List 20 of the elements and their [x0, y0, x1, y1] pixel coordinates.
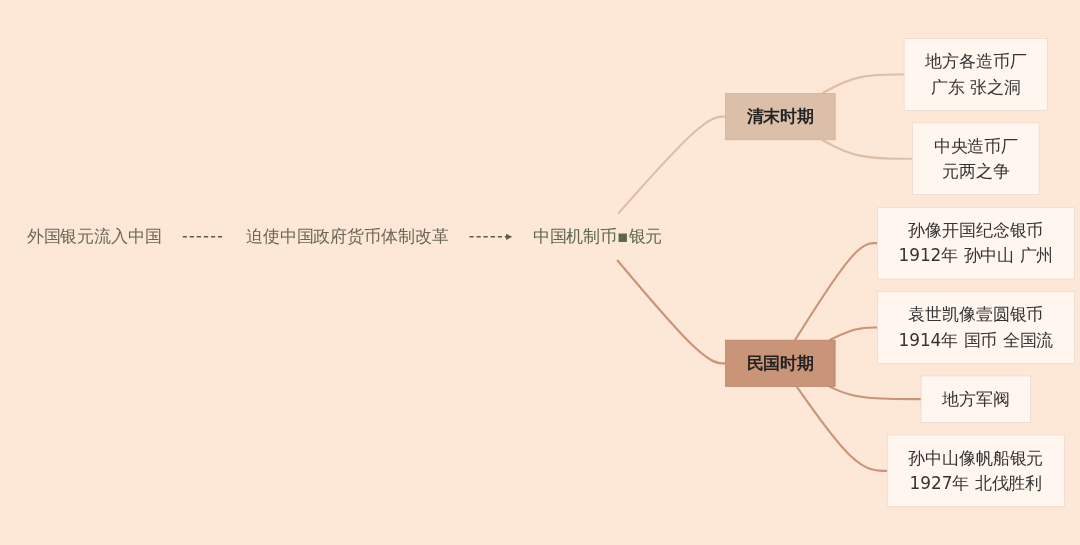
connector — [617, 115, 726, 215]
arrow — [468, 233, 512, 240]
node-box: 孙像开国纪念银币 1912年 孙中山 广州 — [877, 206, 1075, 280]
connector — [794, 241, 878, 341]
connector — [821, 73, 905, 95]
connector — [616, 259, 726, 365]
connector — [795, 385, 888, 472]
node-box: 地方军阀 — [920, 375, 1031, 423]
connector — [829, 326, 878, 341]
node-box: 地方各造币厂 广东 张之洞 — [903, 38, 1048, 111]
node-box: 孙中山像帆船银元 1927年 北伐胜利 — [886, 434, 1065, 507]
connector — [829, 385, 922, 401]
node-box: 民国时期 — [725, 339, 836, 387]
node-box: 袁世凯像壹圆银币 1914年 国币 全国流 — [877, 291, 1075, 364]
connector — [821, 138, 913, 160]
node-text: 迫使中国政府货币体制改革 — [246, 226, 449, 247]
node-box: 清末时期 — [725, 92, 836, 140]
node-text: 外国银元流入中国 — [26, 226, 162, 247]
node-box: 中央造币厂 元两之争 — [912, 122, 1040, 195]
node-text: 中国机制币▪银元 — [532, 226, 663, 247]
